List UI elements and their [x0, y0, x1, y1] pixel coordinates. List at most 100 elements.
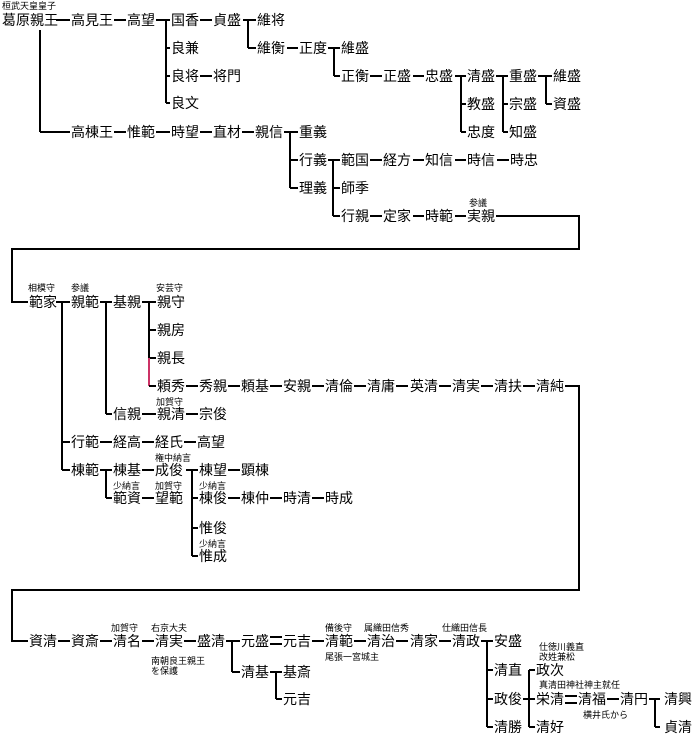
- person-name: 将門: [213, 69, 241, 85]
- annotations: 桓武天皇皇子 参議 相模守 参議 安芸守 加賀守 権中納言 少納言 加賀守 少納…: [2, 0, 628, 721]
- annotation-note: 備後守: [325, 622, 352, 634]
- person-name: 秀親: [199, 379, 227, 395]
- person-name: 清名: [113, 634, 141, 650]
- annotation-note: 仕徳川義直: [539, 641, 584, 653]
- person-name: 清直: [494, 662, 522, 679]
- person-name: 経方: [383, 153, 411, 169]
- person-name: 高見王: [71, 12, 113, 29]
- person-name: 親守: [157, 295, 185, 311]
- person-name: 時清: [283, 491, 311, 507]
- person-name: 良文: [171, 96, 199, 112]
- person-name: 資清: [29, 634, 57, 650]
- annotation-note: 横井氏から: [583, 709, 628, 721]
- annotation-note: 加賀守: [155, 480, 182, 492]
- annotation-note: 少納言: [113, 480, 140, 492]
- person-name: 顕棟: [241, 463, 269, 479]
- person-name: 安親: [283, 379, 311, 395]
- person-name: 維衡: [257, 41, 285, 57]
- person-name: 正衡: [341, 69, 369, 85]
- annotation-note: 尾張一宮城主: [325, 651, 379, 663]
- annotation-note: 参議: [469, 197, 487, 209]
- person-name: 国香: [171, 13, 199, 29]
- person-name: 知盛: [509, 124, 537, 141]
- person-name: 政次: [536, 663, 564, 679]
- person-name: 行義: [299, 152, 327, 169]
- person-name: 経氏: [155, 435, 183, 451]
- annotation-note: を保護: [151, 665, 178, 677]
- person-name: 行範: [71, 434, 99, 451]
- person-name: 資盛: [553, 97, 581, 113]
- person-name: 時範: [425, 208, 453, 225]
- tree-connectors: [11, 19, 660, 728]
- person-name: 清興: [664, 692, 692, 708]
- person-name: 元吉: [283, 692, 311, 708]
- person-name: 知信: [425, 152, 453, 169]
- annotation-note: 参議: [71, 282, 89, 294]
- person-name: 親清: [157, 407, 185, 423]
- person-name: 高望: [197, 434, 225, 451]
- person-name: 貞清: [664, 720, 692, 736]
- person-names: 葛原親王 高見王 高望 国香 貞盛 維将 維衡 正度 維盛 正衡 正盛 忠盛 清…: [2, 12, 692, 736]
- person-name: 惟範: [127, 124, 155, 141]
- person-name: 維将: [257, 13, 285, 29]
- person-name: 教盛: [467, 97, 495, 113]
- person-name: 直材: [213, 124, 241, 141]
- person-name: 葛原親王: [2, 13, 58, 29]
- person-name: 清範: [325, 633, 353, 650]
- person-name: 清庸: [367, 378, 395, 395]
- person-name: 清福: [578, 692, 606, 708]
- annotation-note: 南朝良王親王: [151, 655, 205, 667]
- person-name: 惟俊: [199, 521, 227, 537]
- person-name: 清勝: [494, 720, 522, 736]
- person-name: 忠盛: [425, 69, 453, 85]
- person-name: 高望: [127, 12, 155, 29]
- person-name: 棟望: [199, 463, 227, 479]
- person-name: 維盛: [341, 41, 369, 57]
- person-name: 高棟王: [71, 124, 113, 141]
- person-name: 維盛: [553, 69, 581, 85]
- person-name: 宗俊: [199, 407, 227, 423]
- person-name: 元吉: [283, 634, 311, 650]
- person-name: 師季: [341, 181, 369, 197]
- person-name: 範国: [341, 152, 369, 169]
- person-name: 親房: [157, 323, 185, 339]
- person-name: 貞盛: [213, 13, 241, 29]
- person-name: 政俊: [494, 692, 522, 708]
- person-name: 親信: [255, 125, 283, 141]
- person-name: 清実: [452, 379, 480, 395]
- person-name: 英清: [410, 378, 438, 395]
- person-name: 時成: [325, 491, 353, 507]
- annotation-note: 右京大夫: [151, 622, 187, 634]
- person-name: 範家: [29, 294, 57, 311]
- annotation-note: 属織田信秀: [364, 622, 409, 634]
- person-name: 良将: [171, 69, 199, 85]
- person-name: 清扶: [494, 379, 522, 395]
- person-name: 重義: [299, 124, 327, 141]
- annotation-note: 相模守: [28, 282, 55, 294]
- person-name: 時信: [467, 153, 495, 169]
- person-name: 信親: [113, 407, 141, 423]
- person-name: 親長: [157, 351, 185, 367]
- annotation-note: 少納言: [199, 480, 226, 492]
- person-name: 清盛: [467, 69, 495, 85]
- annotation-note: 少納言: [199, 538, 226, 550]
- person-name: 安盛: [494, 634, 522, 650]
- annotation-note: 安芸守: [156, 282, 183, 294]
- person-name: 成俊: [155, 463, 183, 479]
- annotation-note: 加賀守: [156, 396, 183, 408]
- person-name: 正盛: [383, 69, 411, 85]
- annotation-note: 権中納言: [155, 452, 191, 464]
- person-name: 正度: [299, 41, 327, 57]
- person-name: 時忠: [510, 153, 538, 169]
- person-name: 清実: [155, 634, 183, 650]
- person-name: 宗盛: [509, 97, 537, 113]
- annotation-note: 改姓兼松: [539, 651, 575, 663]
- person-name: 範資: [113, 490, 141, 507]
- person-name: 栄清: [536, 692, 564, 708]
- person-name: 清倫: [325, 379, 353, 395]
- annotation-note: 仕織田信長: [442, 622, 487, 634]
- person-name: 重盛: [509, 69, 537, 85]
- person-name: 棟範: [71, 462, 99, 479]
- person-name: 清家: [410, 633, 438, 650]
